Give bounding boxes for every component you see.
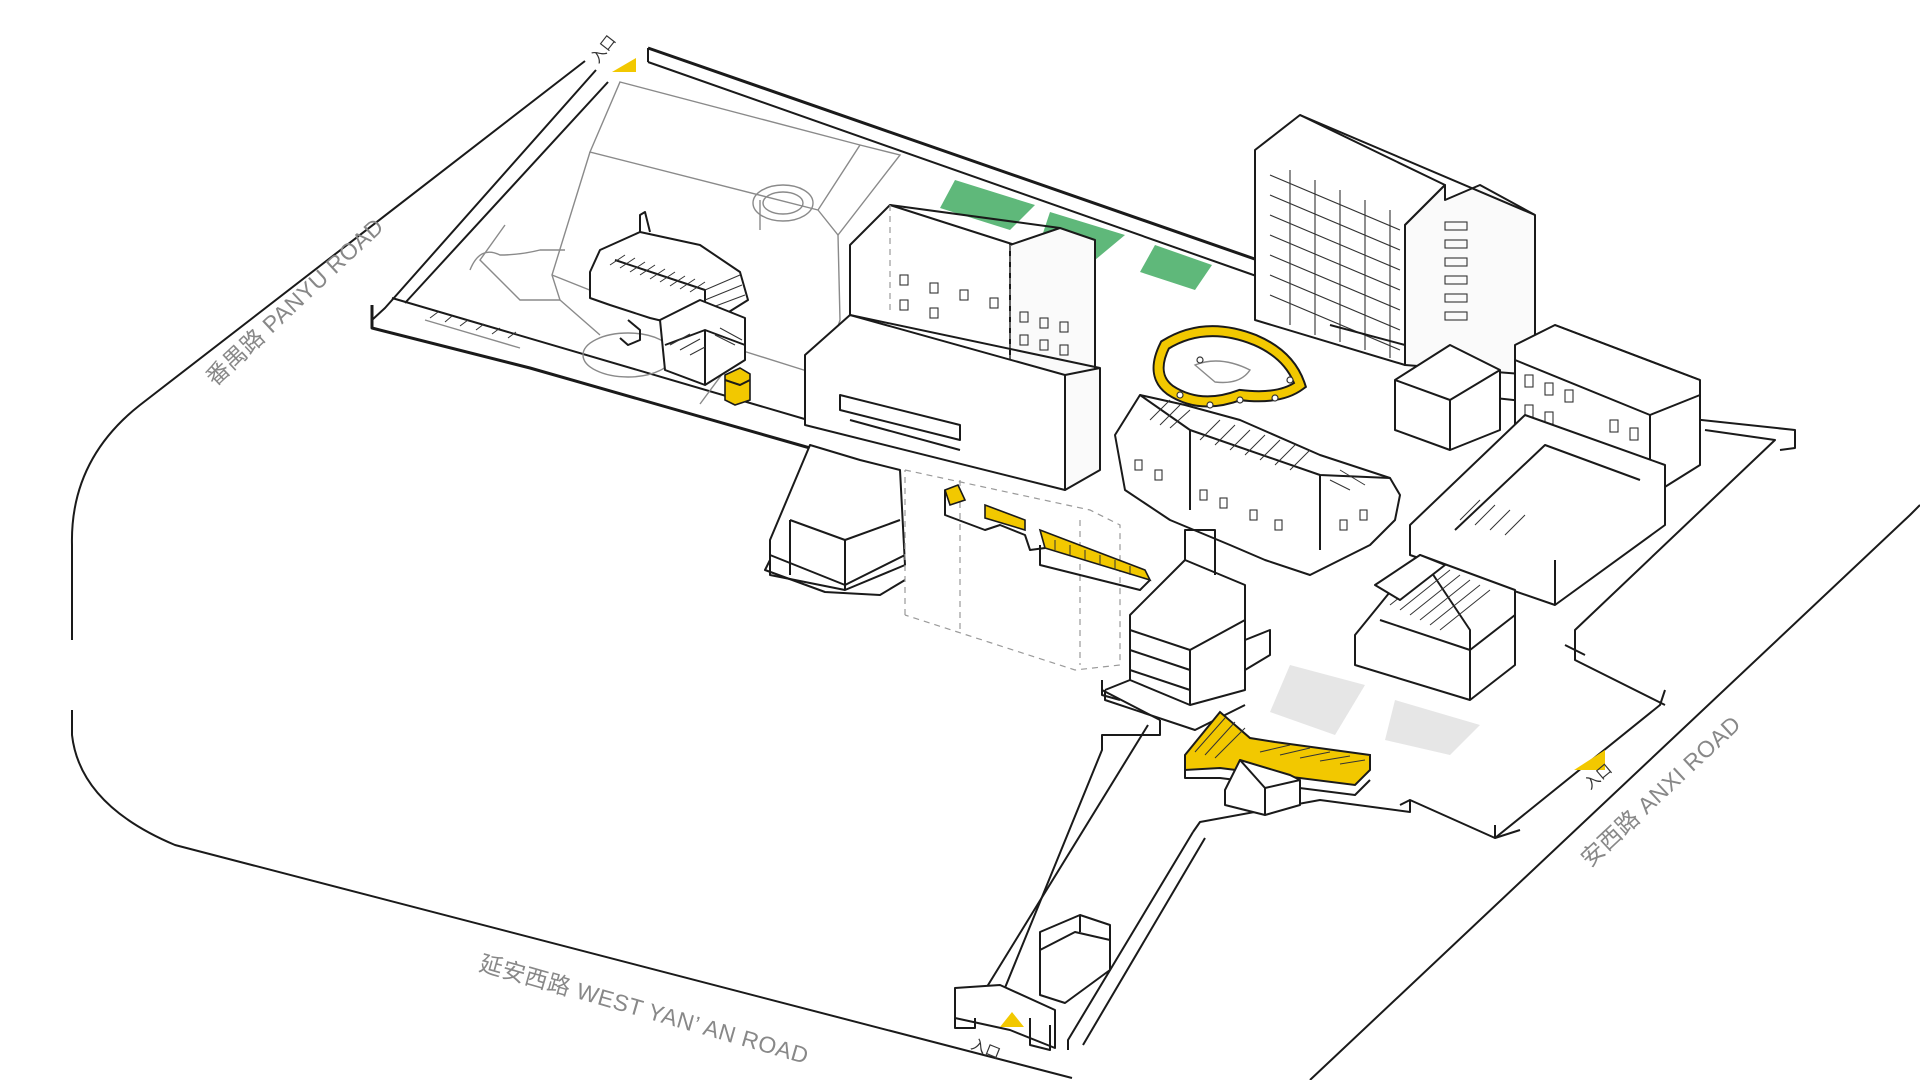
road-label-panyu: 番禺路 PANYU ROAD [201, 213, 389, 391]
road-label-anxi: 安西路 ANXI ROAD [1576, 710, 1746, 871]
yellow-canopy-ring [1152, 325, 1308, 409]
high-rise-tower [1254, 114, 1536, 451]
yellow-stepped-pavilion [1184, 710, 1371, 816]
east-buildings [1354, 324, 1701, 701]
triangle-arrow-icon [1574, 750, 1605, 770]
entrance-label-north: 入口 [587, 32, 620, 67]
historic-courtyard-complex [1114, 394, 1401, 576]
plaza-paving [1270, 665, 1480, 755]
mid-rise-building [1104, 529, 1271, 731]
road-outline [70, 60, 1920, 1080]
triangle-arrow-icon [612, 58, 636, 72]
triangle-arrow-icon [1000, 1012, 1024, 1027]
historic-villa [589, 211, 751, 406]
entrance-label-south: 入口 [969, 1035, 1004, 1063]
garden-area [424, 81, 902, 423]
central-office-blocks [804, 204, 1101, 491]
entrance-marker-north: 入口 [587, 32, 636, 72]
south-west-buildings [764, 444, 1152, 671]
